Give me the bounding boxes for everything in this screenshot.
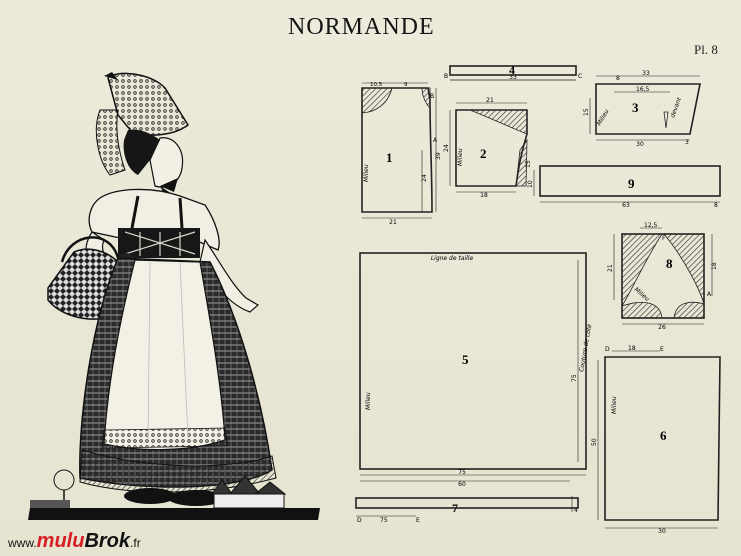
piece-6-point-e: E: [660, 346, 664, 353]
watermark-prefix: www.: [8, 536, 37, 550]
piece-4-point-c: C: [578, 73, 582, 80]
piece-9-left: 10: [527, 180, 534, 188]
piece-3-side: Milieu: [596, 108, 611, 127]
piece-3-bottom: 30: [636, 141, 644, 148]
piece-7-number: 7: [452, 501, 458, 515]
piece-5-side: Milieu: [365, 392, 372, 410]
piece-8-top: 12,5: [644, 222, 658, 229]
piece-9-bottom: 63: [622, 202, 630, 209]
piece-1-point-a: A: [433, 137, 438, 144]
watermark: www. mulu Brok .fr: [8, 530, 141, 554]
plate-title: NORMANDE: [288, 14, 435, 40]
piece-2-top: 21: [486, 97, 494, 104]
piece-3-top: 33: [642, 70, 650, 77]
piece-5-number: 5: [462, 352, 469, 367]
piece-6-left: 50: [591, 438, 598, 446]
piece-1-point-b: B: [430, 93, 434, 100]
pattern-piece-6: [597, 350, 721, 529]
piece-7-height: 4: [574, 507, 578, 514]
costume-illustration: [28, 72, 320, 520]
pattern-piece-3: [589, 75, 701, 141]
piece-3-inner-a: 8: [616, 75, 620, 82]
piece-7-point-d: D: [357, 517, 362, 524]
piece-5-bottom-a: 75: [458, 469, 466, 476]
piece-4-point-b: B: [444, 73, 448, 80]
watermark-suffix: .fr: [130, 536, 141, 550]
piece-8-point-a: A: [707, 291, 712, 298]
piece-1-bottom: 21: [389, 219, 397, 226]
pattern-piece-1: [361, 82, 437, 219]
piece-6-number: 6: [660, 428, 667, 443]
pattern-piece-9: [533, 165, 721, 203]
piece-3-front: devant: [669, 96, 683, 119]
pattern-piece-7: [355, 496, 579, 517]
plate-number: Pl. 8: [694, 42, 718, 57]
piece-3-number: 3: [632, 100, 639, 115]
piece-1-number: 1: [386, 150, 393, 165]
pattern-piece-2: [449, 102, 528, 193]
piece-2-right: 15: [525, 160, 532, 168]
pattern-piece-4: [449, 65, 577, 81]
piece-8-bottom: 26: [658, 324, 666, 331]
piece-1-top-a: 10,5: [370, 82, 383, 88]
piece-8-left: 21: [607, 264, 614, 272]
piece-7-width: 75: [380, 517, 388, 524]
piece-1-top-b: 9: [404, 82, 408, 88]
piece-5-height: 75: [571, 374, 578, 382]
piece-2-left: 24: [443, 144, 450, 152]
piece-8-side: Milieu: [633, 286, 651, 303]
piece-1-height: 39: [435, 152, 442, 160]
piece-7-point-e: E: [416, 517, 420, 524]
watermark-brand-b: Brok: [84, 530, 131, 552]
pattern-piece-8: [613, 227, 713, 325]
piece-8-right: 18: [711, 262, 718, 270]
piece-6-side: Milieu: [611, 396, 618, 414]
piece-4-width: 33: [509, 74, 517, 81]
watermark-brand-a: mulu: [36, 530, 85, 552]
piece-5-side-seam: Couture de côté: [578, 323, 593, 372]
piece-6-point-d: D: [605, 346, 610, 353]
piece-2-side: Milieu: [457, 148, 464, 166]
piece-1-mid-height: 24: [421, 174, 428, 182]
piece-2-number: 2: [480, 146, 487, 161]
piece-3-left: 15: [583, 108, 590, 116]
piece-8-point-f: F: [662, 235, 666, 242]
piece-8-number: 8: [666, 256, 673, 271]
piece-3-inner-b: 16,5: [636, 86, 650, 93]
piece-9-number: 9: [628, 176, 635, 191]
piece-5-waist: Ligne de taille: [431, 255, 474, 262]
piece-9-val-e: 8: [714, 202, 718, 209]
piece-4-number: 4: [509, 63, 515, 77]
piece-6-top: 18: [628, 345, 636, 352]
pattern-piece-5: [359, 252, 587, 482]
piece-1-side: Milieu: [363, 164, 370, 182]
piece-2-bottom: 18: [480, 192, 488, 199]
piece-5-bottom-b: 60: [458, 481, 466, 488]
piece-6-bottom: 30: [658, 528, 666, 535]
piece-3-val-3: 3: [685, 139, 689, 146]
